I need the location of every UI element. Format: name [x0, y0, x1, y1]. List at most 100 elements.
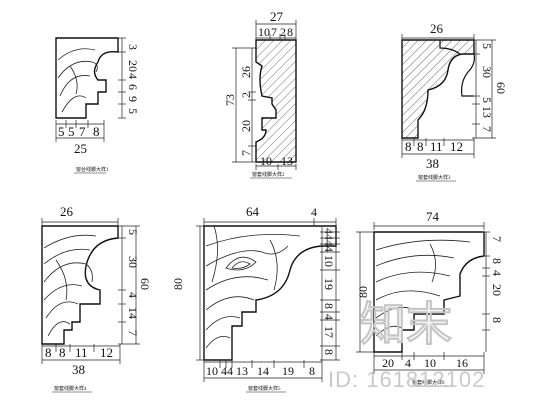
p6-top-total: 74: [426, 209, 440, 224]
profile-5: 64 4 80 4 4 4 4 10 19 8 4 17 8 10 4 4 13…: [171, 204, 340, 393]
profile-1-grain: [57, 48, 98, 113]
profile-1-dim-lines: [55, 37, 126, 142]
p1-bottom-dim-3: 8: [93, 124, 100, 139]
p6-side-dim-1: 8: [490, 258, 504, 264]
profile-1-section: [55, 37, 119, 119]
p3-top-total: 26: [430, 21, 444, 36]
p5-bottom-dim-2: 4: [227, 364, 233, 378]
p5-side-dim-1: 4: [322, 234, 336, 240]
p3-side-dim-1: 30: [480, 66, 494, 78]
p2-top-dim-0: 10: [258, 25, 270, 39]
p2-caption: 窗套线脚大样2: [252, 171, 285, 178]
profile-2-dim-lines: [232, 20, 297, 170]
p5-side-dim-6: 8: [322, 303, 336, 309]
p5-bottom-dim-6: 8: [309, 364, 315, 378]
profile-5-section: [203, 225, 337, 361]
p4-bottom-dim-0: 8: [45, 345, 52, 360]
p6-bottom-dim-3: 16: [456, 356, 468, 370]
profile-5-grain: [205, 225, 301, 349]
p2-top-dim-1: 7: [271, 25, 277, 39]
p6-side-dim-3: 20: [490, 284, 504, 296]
p1-side-dim-4: 9: [126, 96, 140, 102]
p4-side-dim-1: 30: [126, 256, 140, 268]
p4-side-dim-4: 7: [126, 330, 140, 336]
p1-caption: 窗台线脚大样1: [76, 166, 109, 173]
p3-bottom-dim-3: 12: [450, 139, 463, 154]
p4-caption: 窗套线脚大样4: [54, 385, 87, 392]
p3-side-dim-4: 7: [480, 126, 494, 132]
p5-side-dim-0: 4: [322, 228, 336, 234]
p5-side-dim-7: 4: [322, 314, 336, 320]
p2-left-total: 73: [223, 94, 237, 106]
p2-bottom-dim-0: 10: [260, 154, 272, 168]
profile-6-section: [373, 231, 485, 353]
p4-side-total: 60: [138, 278, 152, 290]
p3-side-total: 60: [494, 82, 508, 94]
profile-4-dim-lines: [41, 218, 140, 364]
p5-side-dim-4: 10: [322, 255, 336, 267]
p2-top-total: 27: [270, 9, 284, 24]
p5-side-dim-2: 4: [322, 240, 336, 246]
p5-bottom-dim-3: 13: [236, 364, 248, 378]
p1-bottom-dim-0: 5: [58, 124, 65, 139]
p6-bottom-dim-2: 10: [424, 356, 436, 370]
p6-bottom-dim-1: 4: [405, 356, 411, 370]
p1-bottom-dim-1: 5: [68, 124, 75, 139]
p3-bottom-dim-0: 8: [405, 139, 412, 154]
p3-bottom-dim-2: 11: [430, 139, 443, 154]
p1-bottom-dim-2: 7: [79, 124, 86, 139]
p1-side-dim-1: 20: [126, 60, 140, 72]
profile-6: 74 80 7 8 4 20 8 20 4 10 16 窗套线脚大样6: [356, 209, 504, 387]
p5-bottom-dim-4: 14: [257, 364, 269, 378]
p4-top-total: 26: [60, 204, 74, 219]
p5-side-dim-5: 19: [322, 278, 336, 290]
profile-5-dim-lines: [196, 218, 340, 382]
p2-top-dim-3: 8: [287, 25, 293, 39]
p2-top-dim-2: 2: [280, 25, 286, 39]
p5-caption: 窗套线脚大样5: [248, 385, 281, 392]
p4-bottom-dim-2: 11: [75, 345, 88, 360]
profile-6-grain: [375, 239, 471, 337]
p1-side-dim-3: 6: [126, 84, 140, 90]
p5-side-dim-3: 4: [322, 246, 336, 252]
p3-bottom-total: 38: [426, 156, 439, 171]
p5-bottom-dim-0: 10: [206, 364, 218, 378]
p6-side-dim-2: 4: [490, 270, 504, 276]
p2-left-dim-1: 2: [239, 92, 253, 98]
p4-side-dim-2: 4: [126, 292, 140, 298]
profile-2: 27 10 7 2 8 26 2 20 7 73 10 13 窗套线脚大样2: [223, 9, 297, 179]
profile-4: 26 5 30 4 14 7 60 8 8 11 12 38 窗套线脚大样4: [41, 204, 152, 393]
p2-bottom-dim-1: 13: [281, 154, 293, 168]
p5-left-total: 80: [171, 278, 185, 290]
p2-left-dim-0: 26: [239, 66, 253, 78]
watermark-logo: 知末: [360, 298, 452, 350]
p3-side-dim-2: 5: [480, 97, 494, 103]
profile-3-dim-lines: [401, 34, 496, 158]
profile-4-grain: [43, 234, 97, 337]
watermark: 知末 ID: 161812102: [328, 297, 485, 392]
p6-side-dim-0: 7: [490, 236, 504, 242]
profile-2-section: [255, 39, 297, 163]
p5-side-dim-8: 17: [322, 326, 336, 338]
p4-bottom-dim-1: 8: [59, 345, 66, 360]
p6-side-dim-4: 8: [490, 317, 504, 323]
p3-side-dim-0: 5: [480, 43, 494, 49]
p2-left-dim-3: 7: [239, 150, 253, 156]
watermark-id: ID: 161812102: [328, 367, 485, 392]
p3-bottom-dim-1: 8: [417, 139, 424, 154]
profile-1: 3 20 4 6 9 5 5 5 7 8 25 窗台线脚大样1: [55, 37, 140, 174]
p5-top-total: 64: [246, 204, 260, 219]
p5-side-dim-9: 8: [322, 349, 336, 355]
p4-bottom-total: 38: [72, 362, 85, 377]
p5-top-small: 4: [311, 205, 317, 219]
p6-bottom-dim-0: 20: [382, 356, 394, 370]
profile-3-section: [401, 39, 475, 139]
p4-side-dim-3: 14: [126, 307, 140, 319]
p3-side-dim-3: 13: [480, 106, 494, 118]
p1-side-dim-0: 3: [126, 44, 140, 50]
p2-left-dim-2: 20: [239, 120, 253, 132]
profile-4-section: [41, 225, 119, 345]
p1-side-dim-2: 4: [126, 73, 140, 79]
p3-caption: 窗套线脚大样3: [418, 174, 451, 181]
